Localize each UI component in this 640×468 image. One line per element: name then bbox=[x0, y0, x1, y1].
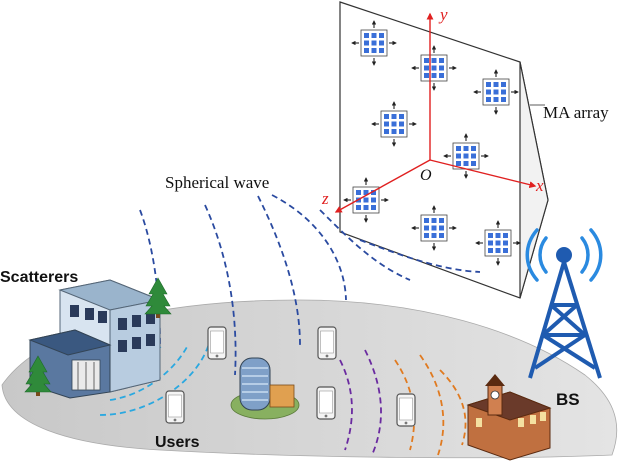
axis-z-label: z bbox=[321, 189, 329, 208]
scatterer-building-icon bbox=[28, 279, 162, 399]
ma-array-label: MA array bbox=[543, 103, 609, 122]
axis-x-label: x bbox=[535, 176, 544, 195]
users-label: Users bbox=[155, 434, 200, 451]
phone-icon bbox=[207, 326, 227, 360]
user-waves-purple bbox=[339, 349, 382, 456]
phone-icon bbox=[165, 390, 185, 424]
clock-building-icon bbox=[466, 374, 552, 461]
coordinate-axes bbox=[334, 12, 537, 213]
phone-icon bbox=[396, 393, 416, 427]
spherical-wave-label: Spherical wave bbox=[165, 173, 269, 192]
phone-icon bbox=[316, 386, 336, 420]
tower-icon bbox=[525, 228, 603, 379]
bs-label: BS bbox=[556, 390, 580, 409]
scatterers-label: Scatterers bbox=[0, 269, 78, 286]
user-waves-orange bbox=[394, 354, 467, 456]
phone-icon bbox=[317, 326, 337, 360]
origin-label: O bbox=[420, 167, 432, 184]
axis-y-label: y bbox=[438, 5, 448, 24]
center-building-icon bbox=[230, 357, 300, 420]
